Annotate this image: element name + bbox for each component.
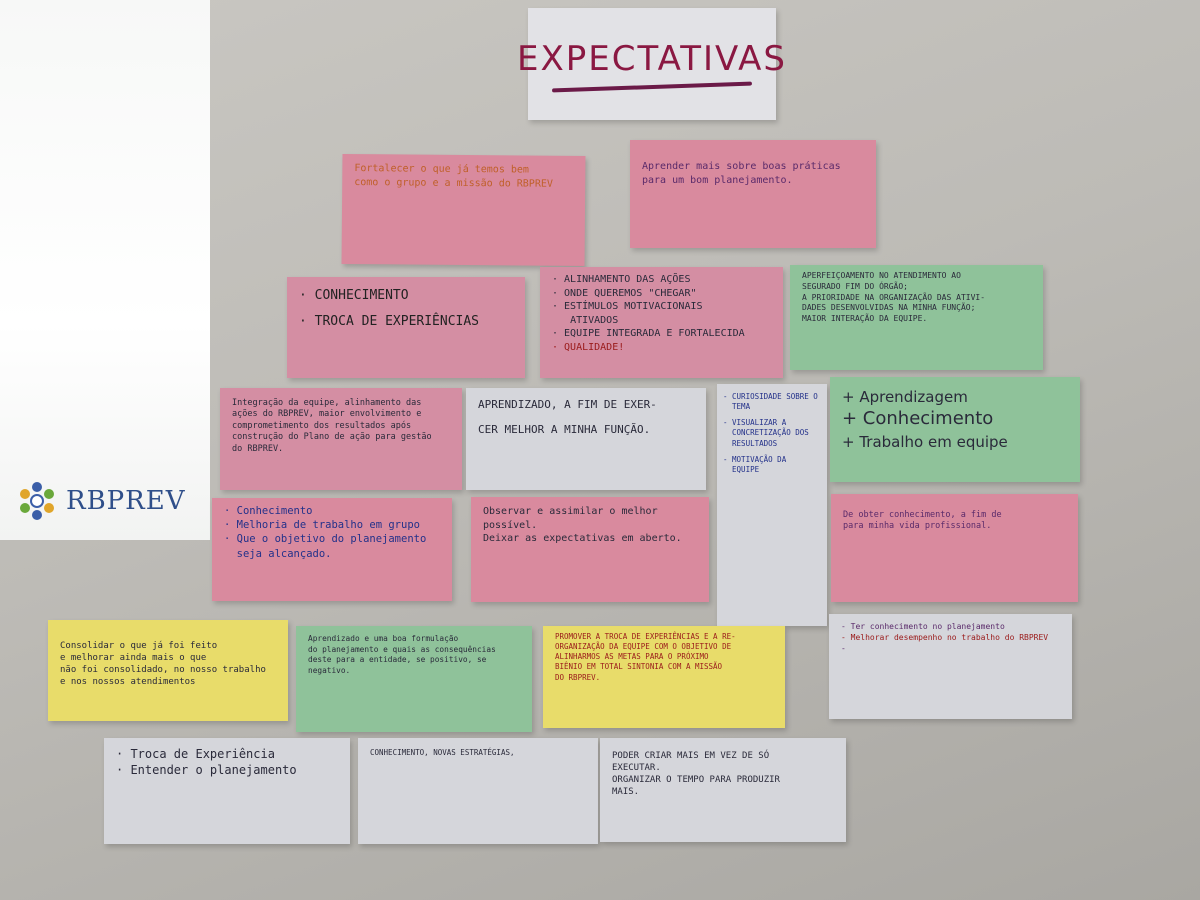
- note-line: · CONHECIMENTO: [299, 288, 409, 303]
- note-line: · Melhoria de trabalho em grupo: [224, 519, 420, 532]
- note-line: APRENDIZADO, A FIM DE EXER-: [478, 398, 657, 411]
- note-line: MAIOR INTERAÇÃO DA EQUIPE.: [802, 314, 928, 324]
- note-line: -: [841, 643, 846, 653]
- note-line: construção do Plano de ação para gestão: [232, 432, 432, 443]
- note-line: ALINHARMOS AS METAS PARA O PRÓXIMO: [555, 652, 709, 662]
- note-line: - CURIOSIDADE SOBRE O: [723, 392, 818, 401]
- note-line: · TROCA DE EXPERIÊNCIAS: [299, 313, 480, 329]
- note-line: ORGANIZAÇÃO DA EQUIPE COM O OBJETIVO DE: [555, 642, 732, 652]
- note-line: Fortalecer o que já temos bem: [354, 163, 530, 176]
- note-line: CONHECIMENTO, NOVAS ESTRATÉGIAS,: [370, 748, 515, 757]
- note-line: para um bom planejamento.: [642, 174, 793, 186]
- note-line: - VISUALIZAR A: [723, 418, 787, 428]
- note-line: EXECUTAR.: [612, 763, 661, 774]
- note-line: negativo.: [308, 665, 351, 675]
- note-line: ORGANIZAR O TEMPO PARA PRODUZIR: [612, 775, 780, 786]
- note-line: ações do RBPREV, maior envolvimento e: [232, 409, 422, 420]
- note-line: PODER CRIAR MAIS EM VEZ DE SÓ: [612, 751, 770, 761]
- note-line: · ONDE QUEREMOS "CHEGAR": [552, 287, 697, 299]
- sticky-note: Fortalecer o que já temos bem como o gru…: [341, 153, 586, 267]
- sticky-note: APERFEIÇOAMENTO NO ATENDIMENTO AO SEGURA…: [790, 265, 1043, 370]
- note-line: do RBPREV.: [232, 443, 284, 454]
- note-line: · Entender o planejamento: [116, 763, 297, 778]
- note-line: A PRIORIDADE NA ORGANIZAÇÃO DAS ATIVI-: [802, 292, 986, 302]
- projector-screen: RBPREV: [0, 0, 210, 540]
- note-line: CONCRETIZAÇÃO DOS: [723, 428, 809, 438]
- note-line: + Aprendizagem: [842, 388, 968, 406]
- sticky-note: Aprender mais sobre boas práticas para u…: [630, 140, 876, 248]
- note-line: seja alcançado.: [224, 547, 332, 560]
- note-line: · Troca de Experiência: [116, 747, 275, 761]
- sticky-note: Integração da equipe, alinhamento das aç…: [220, 388, 462, 490]
- sticky-note: Observar e assimilar o melhor possível. …: [471, 497, 709, 602]
- note-line: Aprender mais sobre boas práticas: [642, 161, 841, 172]
- title-underline: [551, 81, 753, 93]
- note-line: SEGURADO FIM DO ÓRGÃO;: [802, 281, 908, 291]
- note-line: · Que o objetivo do planejamento: [224, 533, 427, 546]
- title-card: EXPECTATIVAS: [517, 8, 785, 120]
- sticky-note: + Aprendizagem + Conhecimento + Trabalho…: [830, 377, 1080, 482]
- note-line: + Conhecimento: [842, 408, 994, 430]
- sticky-note: · CONHECIMENTO · TROCA DE EXPERIÊNCIAS: [287, 277, 525, 378]
- note-line: Deixar as expectativas em aberto.: [483, 533, 682, 544]
- note-line: + Trabalho em equipe: [842, 432, 1008, 451]
- sticky-note: · Troca de Experiência · Entender o plan…: [104, 738, 350, 844]
- sticky-note: Aprendizado e uma boa formulação do plan…: [296, 626, 532, 732]
- note-line: - Melhorar desempenho no trabalho do RBP…: [841, 632, 1049, 642]
- rbprev-logo: RBPREV: [14, 478, 186, 524]
- note-line: EQUIPE: [723, 464, 760, 474]
- note-line: TEMA: [723, 402, 751, 412]
- page-title: EXPECTATIVAS: [517, 39, 787, 79]
- note-line: · QUALIDADE!: [552, 341, 625, 353]
- note-line: - Ter conhecimento no planejamento: [841, 622, 1005, 631]
- sticky-note: - Ter conhecimento no planejamento - Mel…: [829, 614, 1072, 719]
- note-line: · EQUIPE INTEGRADA E FORTALECIDA: [552, 328, 745, 339]
- note-line: como o grupo e a missão do RBPREV: [354, 176, 553, 190]
- note-line: RESULTADOS: [723, 438, 778, 448]
- note-line: DO RBPREV.: [555, 672, 601, 682]
- sticky-note: CONHECIMENTO, NOVAS ESTRATÉGIAS,: [358, 738, 598, 844]
- note-line: CER MELHOR A MINHA FUNÇÃO.: [478, 422, 651, 436]
- logo-text: RBPREV: [66, 486, 186, 516]
- note-line: possível.: [483, 519, 538, 531]
- sticky-note: PROMOVER A TROCA DE EXPERIÊNCIAS E A RE-…: [543, 626, 785, 728]
- note-line: APERFEIÇOAMENTO NO ATENDIMENTO AO: [802, 271, 961, 280]
- note-line: para minha vida profissional.: [843, 521, 992, 532]
- note-line: Consolidar o que já foi feito: [60, 641, 218, 651]
- sticky-note: De obter conhecimento, a fim de para min…: [831, 494, 1078, 602]
- note-line: PROMOVER A TROCA DE EXPERIÊNCIAS E A RE-: [555, 632, 736, 641]
- note-line: Integração da equipe, alinhamento das: [232, 398, 422, 408]
- note-line: e melhorar ainda mais o que: [60, 653, 207, 664]
- sticky-note: · ALINHAMENTO DAS AÇÕES · ONDE QUEREMOS …: [540, 267, 783, 378]
- note-line: deste para a entidade, se positivo, se: [308, 655, 487, 665]
- note-line: MAIS.: [612, 787, 640, 798]
- sticky-note: - CURIOSIDADE SOBRE O TEMA - VISUALIZAR …: [717, 384, 827, 626]
- note-line: ATIVADOS: [552, 314, 619, 326]
- note-line: do planejamento e quais as consequências: [308, 644, 496, 654]
- sticky-note: Consolidar o que já foi feito e melhorar…: [48, 620, 288, 721]
- sticky-note: APRENDIZADO, A FIM DE EXER- CER MELHOR A…: [466, 388, 706, 490]
- note-line: e nos nossos atendimentos: [60, 677, 196, 688]
- note-line: DADES DESENVOLVIDAS NA MINHA FUNÇÃO;: [802, 303, 976, 313]
- rbprev-emblem-icon: [20, 482, 54, 520]
- note-line: não foi consolidado, no nosso trabalho: [60, 665, 266, 676]
- note-line: Observar e assimilar o melhor: [483, 506, 658, 517]
- note-line: · Conhecimento: [224, 505, 313, 517]
- note-line: - MOTIVAÇÃO DA: [723, 454, 787, 464]
- note-line: BIÊNIO EM TOTAL SINTONIA COM A MISSÃO: [555, 662, 723, 672]
- sticky-note: · Conhecimento · Melhoria de trabalho em…: [212, 498, 452, 601]
- note-line: De obter conhecimento, a fim de: [843, 510, 1002, 520]
- note-line: · ALINHAMENTO DAS AÇÕES: [552, 274, 691, 285]
- note-line: comprometimento dos resultados após: [232, 420, 412, 431]
- note-line: Aprendizado e uma boa formulação: [308, 634, 459, 643]
- note-line: · ESTÍMULOS MOTIVACIONAIS: [552, 301, 703, 312]
- sticky-note: PODER CRIAR MAIS EM VEZ DE SÓ EXECUTAR. …: [600, 738, 846, 842]
